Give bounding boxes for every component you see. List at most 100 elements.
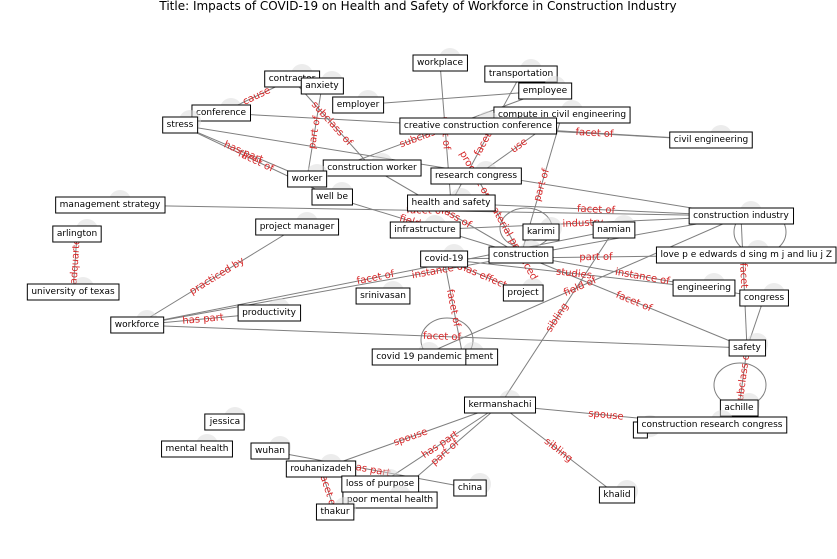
node-label: jessica	[209, 417, 240, 427]
node-label: engineering	[677, 283, 731, 293]
node-label: achille	[724, 403, 754, 413]
edge-construction-safety	[520, 254, 748, 349]
node-worker[interactable]: worker	[287, 164, 328, 188]
node-label: project manager	[260, 222, 335, 232]
node-health_safety[interactable]: health and safety	[407, 188, 496, 212]
node-anxiety[interactable]: anxiety	[300, 71, 344, 95]
node-crc[interactable]: construction research congress	[637, 410, 788, 434]
node-box	[637, 416, 788, 434]
node-label: management strategy	[60, 200, 161, 210]
edge-label: part of	[579, 252, 613, 263]
node-box	[315, 503, 355, 521]
node-thakur[interactable]: thakur	[315, 497, 356, 521]
node-conference[interactable]: conference	[191, 98, 252, 122]
edge-anxiety-worker	[304, 85, 323, 180]
node-box	[669, 131, 753, 149]
node-project[interactable]: project	[502, 278, 544, 302]
node-loss_purpose[interactable]: loss of purpose	[341, 469, 420, 493]
node-productivity[interactable]: productivity	[237, 298, 302, 322]
node-karimi[interactable]: karimi	[522, 217, 562, 241]
edge-label: has part	[182, 312, 224, 327]
node-label: namian	[597, 225, 631, 235]
node-box	[110, 316, 165, 334]
node-achille[interactable]: achille	[719, 393, 760, 417]
edge-infrastructure-construction_industry	[424, 212, 742, 231]
node-box	[389, 221, 461, 239]
node-employer[interactable]: employer	[332, 90, 385, 114]
node-khalid[interactable]: khalid	[598, 480, 638, 504]
node-ccc[interactable]: creative construction conference	[399, 111, 558, 135]
node-label: poor mental health	[347, 495, 433, 505]
node-box	[518, 82, 573, 100]
node-box	[162, 116, 199, 134]
edge-stress-worker	[179, 124, 308, 180]
edge-label: facet of	[614, 290, 654, 315]
node-construction_worker[interactable]: construction worker	[322, 153, 422, 177]
node-label: congress	[744, 293, 785, 303]
edge-kermanshachi-rouhanizadeh	[320, 404, 501, 471]
node-transportation[interactable]: transportation	[484, 59, 558, 83]
edge-label: spouse	[588, 408, 624, 422]
node-namian[interactable]: namian	[592, 215, 636, 239]
node-label: worker	[292, 174, 323, 184]
node-label: conference	[196, 108, 247, 118]
edge-kermanshachi-loss_purpose	[379, 404, 501, 485]
node-wuhan[interactable]: wuhan	[250, 436, 291, 460]
node-infrastructure[interactable]: infrastructure	[389, 215, 461, 239]
node-construction_industry[interactable]: construction industry	[688, 201, 795, 225]
node-label: creative construction conference	[404, 121, 553, 131]
node-congress[interactable]: congress	[739, 283, 789, 307]
node-label: loss of purpose	[346, 479, 415, 489]
node-research_congress[interactable]: research congress	[430, 161, 522, 185]
node-box	[399, 117, 558, 135]
node-stress[interactable]: stress	[162, 110, 201, 134]
node-well_be[interactable]: well be	[311, 182, 353, 206]
node-label: arlington	[57, 229, 97, 239]
node-label: transportation	[489, 69, 553, 79]
edge-construction-research_congress	[475, 175, 522, 256]
node-box	[655, 246, 837, 264]
node-china[interactable]: china	[453, 473, 491, 497]
node-label: health and safety	[412, 198, 492, 208]
node-covid_pandemic[interactable]: covid 19 pandemic	[371, 342, 467, 366]
node-workforce[interactable]: workforce	[110, 310, 165, 334]
node-srinivasan[interactable]: srinivasan	[355, 281, 411, 305]
node-arlington[interactable]: arlington	[52, 219, 102, 243]
node-box	[355, 287, 411, 305]
node-safety[interactable]: safety	[728, 333, 768, 357]
node-poor_mh[interactable]: poor mental health	[342, 485, 438, 509]
node-construction[interactable]: construction	[488, 240, 554, 264]
node-label: stress	[167, 120, 194, 130]
node-box	[453, 479, 487, 497]
edge-label: facet of	[577, 204, 616, 217]
node-employee[interactable]: employee	[518, 76, 573, 100]
edge-label: instance of	[614, 267, 671, 287]
node-box	[598, 486, 636, 504]
node-project_manager[interactable]: project manager	[255, 212, 340, 236]
edge-label: spouse	[392, 426, 429, 448]
node-covid19[interactable]: covid-19	[420, 244, 469, 268]
node-ut[interactable]: university of texas	[26, 277, 120, 301]
edge-label: studies	[555, 267, 592, 282]
nodes: workplacetransportationcontractoranxiety…	[26, 48, 837, 521]
edge-covid_pandemic-construction_industry	[418, 215, 742, 358]
node-box	[371, 348, 467, 366]
node-mental_health[interactable]: mental health	[161, 434, 233, 458]
edge-construction_industry-safety	[740, 215, 751, 349]
node-label: civil engineering	[674, 135, 749, 145]
node-civil_eng[interactable]: civil engineering	[669, 125, 753, 149]
node-mgmt_strategy[interactable]: management strategy	[55, 190, 166, 214]
node-engineering[interactable]: engineering	[672, 273, 736, 297]
node-jessica[interactable]: jessica	[204, 407, 246, 431]
node-workplace[interactable]: workplace	[412, 48, 468, 72]
node-kermanshachi[interactable]: kermanshachi	[463, 390, 537, 414]
node-rouhanizadeh[interactable]: rouhanizadeh	[285, 454, 357, 478]
node-love[interactable]: love p e edwards d sing m j and liu j Z	[655, 240, 837, 264]
node-label: kermanshachi	[468, 400, 531, 410]
node-label: workplace	[417, 58, 463, 68]
edge-label: facet of	[423, 331, 462, 343]
edge-employer-employee	[357, 87, 546, 106]
node-label: safety	[733, 343, 761, 353]
node-label: construction research congress	[642, 420, 783, 430]
